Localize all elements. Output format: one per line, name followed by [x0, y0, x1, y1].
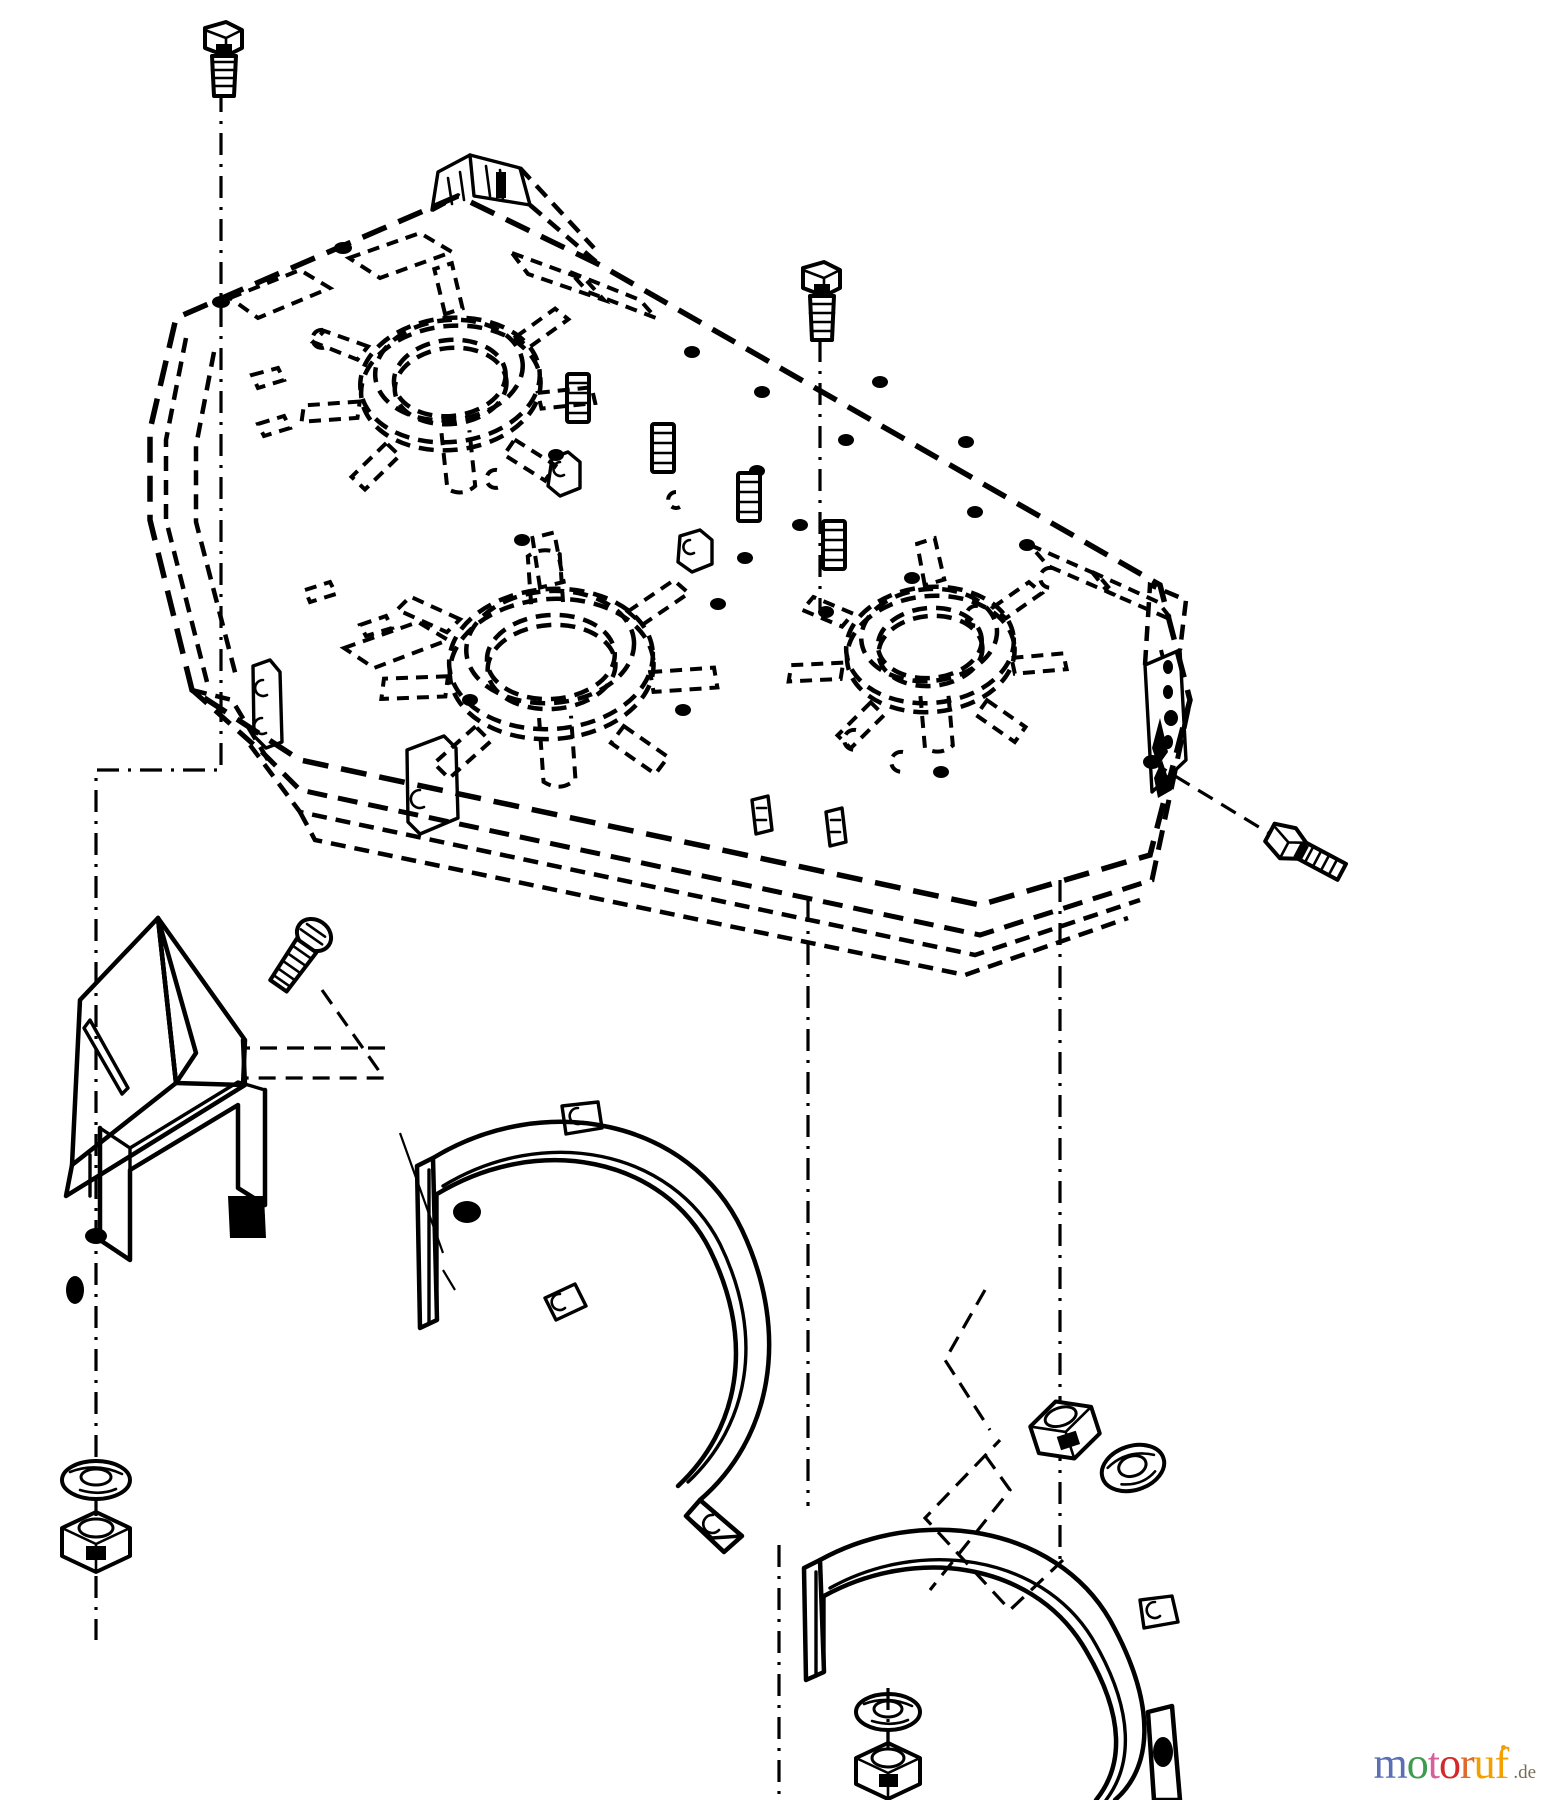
motoruf-watermark: motoruf.de [1374, 1742, 1536, 1786]
chute-hole-top [85, 1228, 107, 1244]
guard-upper-mount-ear-2 [543, 1282, 588, 1322]
watermark-letter-r-4: r [1460, 1739, 1475, 1788]
deck-holes [212, 242, 1161, 778]
deck-inner-edge-left2 [193, 351, 239, 677]
deck-inner-edge-left [163, 337, 210, 683]
spindle-center-shaft-top [525, 548, 566, 605]
guard-upper-inner [434, 1157, 739, 1489]
stud-b [650, 422, 676, 474]
leader-guard-hole-2 [442, 1269, 456, 1291]
guard-lower-left-cap [801, 1557, 827, 1683]
bolt-top-right[interactable] [801, 260, 842, 342]
chute-skirt [63, 1037, 248, 1199]
nut-right[interactable] [1025, 1392, 1104, 1469]
deck-skirt-inner2 [298, 810, 1129, 978]
nut-bottom[interactable] [854, 1741, 922, 1800]
guard-lower-right-cap [1145, 1703, 1183, 1800]
deck-louvers [225, 230, 1174, 671]
screw-chute-guard[interactable] [264, 912, 338, 996]
spindle-right-shaft [918, 693, 955, 754]
chute-hole-bottom [66, 1276, 84, 1304]
deck-belt-keepers [546, 450, 714, 574]
watermark-letter-u-5: u [1473, 1739, 1496, 1788]
washer-right[interactable] [1096, 1437, 1170, 1499]
spindle-housing-left[interactable] [287, 250, 603, 508]
stud-c [736, 471, 762, 523]
deck-hanger-tab-left [251, 658, 284, 750]
leader-guard-upper [943, 1289, 992, 1431]
guard-lower-right-hole [1153, 1737, 1173, 1767]
mower-deck[interactable] [147, 153, 1193, 978]
guard-upper-left-cap [414, 1155, 440, 1331]
watermark-letter-f-6: f [1494, 1739, 1510, 1788]
deck-hanger-small-2 [824, 806, 848, 848]
guard-lower-inner [821, 1565, 1119, 1800]
guard-lower-mount-ear [1138, 1594, 1180, 1630]
watermark-suffix: .de [1513, 1762, 1536, 1783]
spindle-center-shaft-bottom [537, 715, 578, 789]
nut-left[interactable] [60, 1510, 132, 1574]
spindle-housing-center[interactable] [371, 522, 724, 799]
guard-upper-hole [453, 1201, 481, 1223]
watermark-letter-t-2: t [1427, 1739, 1440, 1788]
spindle-housing-right[interactable] [777, 528, 1073, 764]
fastener-leader-stubs [94, 1500, 890, 1748]
chute-front-face [155, 915, 248, 1088]
deck-hanger-tab-mid [405, 734, 460, 836]
guard-upper-outer [430, 1119, 772, 1503]
guard-upper-lower-tab [683, 1497, 745, 1555]
spindle-left-shaft [439, 430, 478, 495]
guard-lower-outer [817, 1527, 1147, 1800]
deck-right-mount-plate [1142, 581, 1189, 798]
leader-screw-guard [243, 989, 388, 1080]
leader-nut-right [928, 1454, 1013, 1591]
watermark-accent-dot [1501, 1745, 1507, 1750]
guard-upper-depth [441, 1150, 748, 1484]
bolt-right[interactable] [1261, 818, 1349, 887]
bolt-top-left[interactable] [203, 20, 244, 98]
deck-skirt-outer [190, 688, 1193, 938]
chute-slot [82, 1018, 130, 1096]
deck-top-outline [147, 192, 1193, 908]
guard-ring-upper[interactable] [414, 1100, 772, 1555]
deck-dimples [310, 327, 1058, 774]
stud-d [821, 519, 847, 571]
deck-front-hitch-bracket [430, 153, 602, 267]
stud-a [565, 372, 591, 424]
deck-left-fold [191, 687, 270, 762]
spindle-left-arms [299, 260, 598, 493]
deck-studs [565, 372, 847, 571]
watermark-letter-m-0: m [1373, 1739, 1408, 1788]
watermark-letter-o-3: o [1439, 1739, 1461, 1788]
guard-lower-depth [828, 1558, 1127, 1800]
chute-deflector-bracket[interactable] [63, 915, 268, 1304]
spindle-center-arms [379, 530, 720, 782]
leader-left-column [94, 700, 223, 1465]
washer-left[interactable] [60, 1459, 132, 1501]
chute-u-channel-inner2 [128, 1080, 267, 1150]
chute-tab-lines [229, 1204, 265, 1218]
deck-hanger-small-1 [750, 794, 774, 836]
guard-upper-mount-ear [560, 1100, 604, 1136]
guard-ring-lower[interactable] [801, 1527, 1183, 1800]
watermark-letter-o-1: o [1406, 1739, 1429, 1788]
